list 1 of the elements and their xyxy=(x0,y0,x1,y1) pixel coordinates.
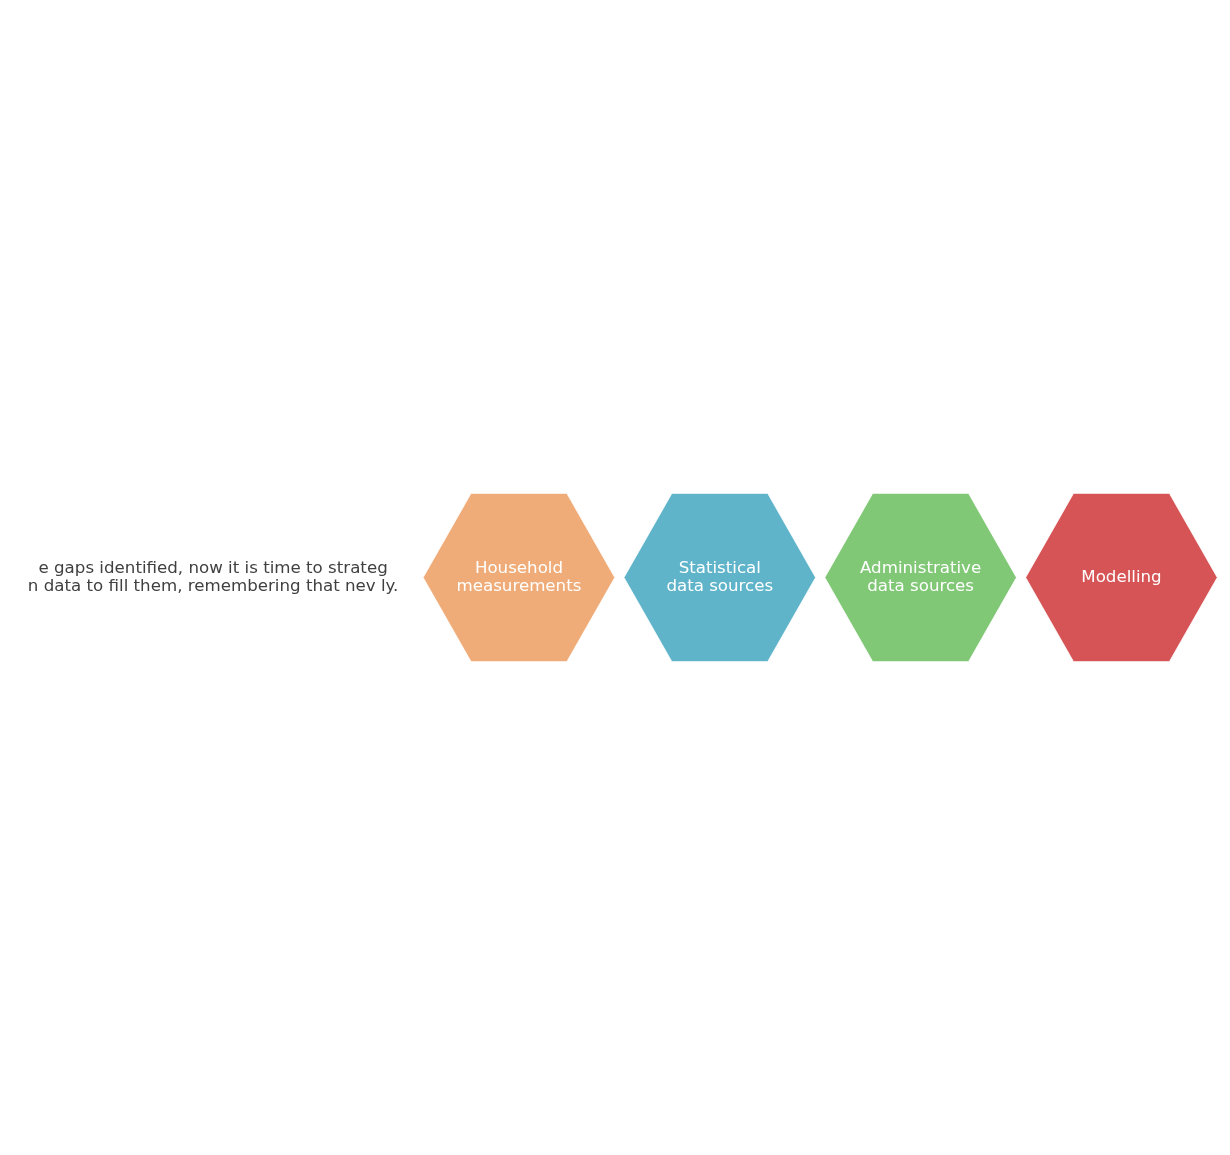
label: e gaps identified, now it is time to strateg n data to fill them, remembering that nev ly. xyxy=(27,557,399,595)
